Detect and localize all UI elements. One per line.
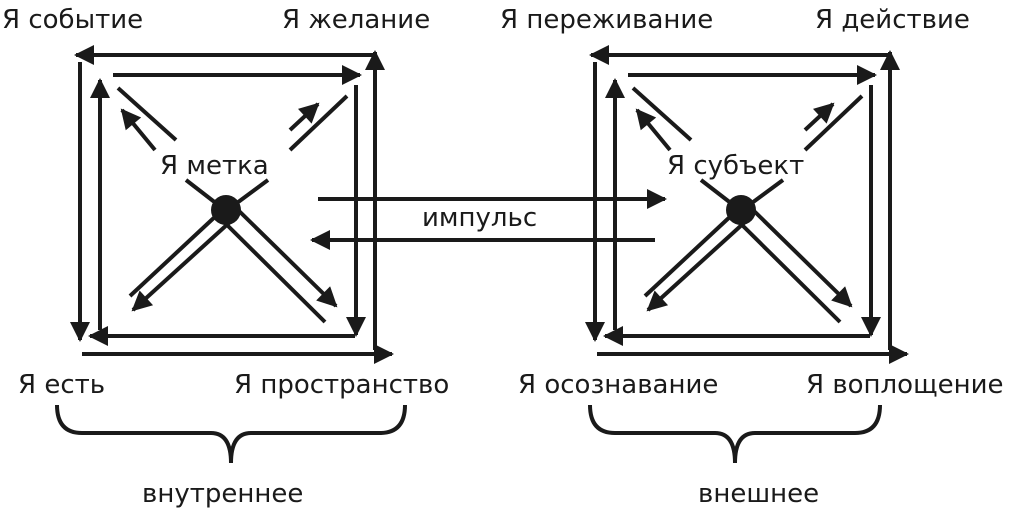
left-square-center-dot xyxy=(211,195,241,225)
left-bottom-left-label: Я есть xyxy=(18,370,105,400)
right-square-diag-tl-arrow xyxy=(635,108,672,152)
right-square-diag-bl-line xyxy=(643,212,735,298)
inner-brace xyxy=(55,404,407,464)
left-center-label: Я метка xyxy=(160,151,269,181)
right-square-diag-tr-arrow xyxy=(803,102,835,132)
left-square-diag-br-line xyxy=(220,218,327,324)
left-square-diag-tl-line xyxy=(116,86,178,142)
right-square-diag-br-line xyxy=(735,218,842,324)
right-square-center-dot xyxy=(726,195,756,225)
left-square-diag-bl-line xyxy=(128,212,220,298)
right-top-left-label: Я переживание xyxy=(500,5,713,35)
left-square-diag-bl-arrow xyxy=(131,220,232,312)
impulse-label: импульс xyxy=(422,203,537,233)
outer-group-label: внешнее xyxy=(698,479,819,509)
right-square-diag-tl-line xyxy=(631,86,693,142)
inner-group-label: внутреннее xyxy=(142,479,303,509)
outer-brace xyxy=(588,404,882,464)
left-bottom-right-label: Я пространство xyxy=(234,370,449,400)
right-top-right-label: Я действие xyxy=(815,5,970,35)
right-bottom-left-label: Я осознавание xyxy=(518,370,718,400)
right-square-diag-br-arrow xyxy=(749,206,853,308)
right-square-diag-bl-arrow xyxy=(646,220,747,312)
left-square-diag-tl-arrow xyxy=(120,108,157,152)
left-top-left-label: Я событие xyxy=(2,5,143,35)
right-center-label: Я субъект xyxy=(667,151,804,181)
left-square-diag-tr-arrow xyxy=(288,102,320,132)
left-top-right-label: Я желание xyxy=(282,5,430,35)
right-bottom-right-label: Я воплощение xyxy=(806,370,1003,400)
left-square-diag-br-arrow xyxy=(234,206,338,308)
